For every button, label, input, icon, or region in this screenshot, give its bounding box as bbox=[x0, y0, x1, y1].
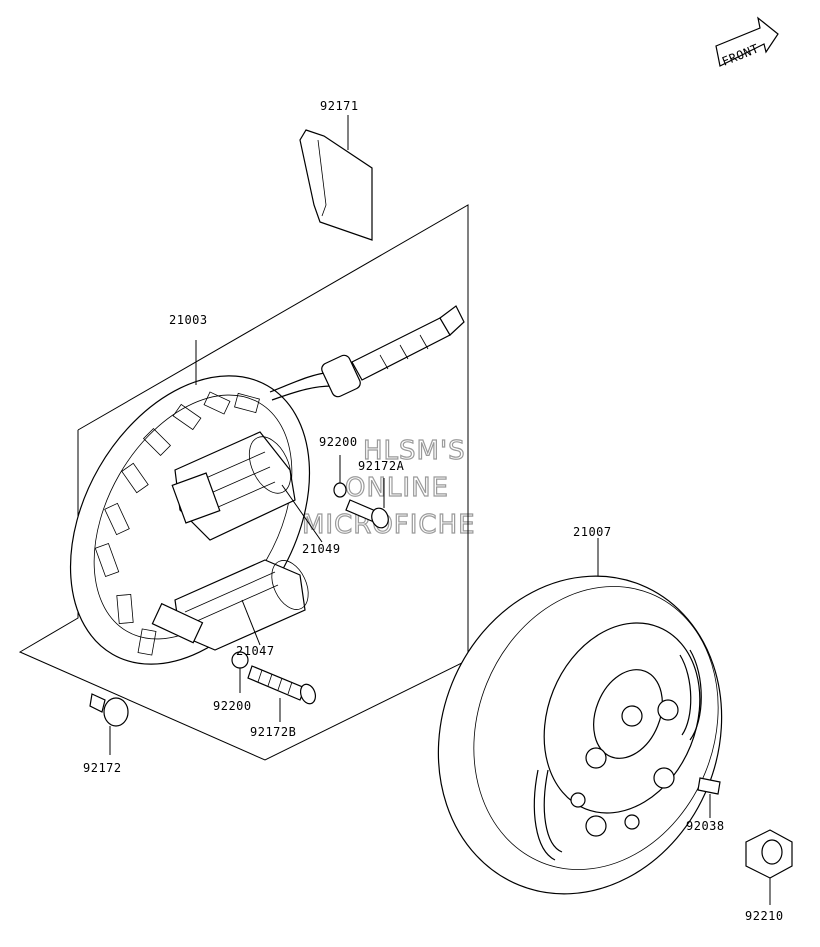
flywheel-21007 bbox=[437, 538, 723, 895]
washer-92200-lower bbox=[231, 651, 249, 693]
label-92200-lower: 92200 bbox=[213, 699, 252, 713]
label-92200-upper: 92200 bbox=[319, 435, 358, 449]
label-92172: 92172 bbox=[83, 761, 122, 775]
wire-harness bbox=[269, 305, 465, 401]
stator-assembly-frame bbox=[18, 204, 469, 761]
label-21003: 21003 bbox=[169, 313, 208, 327]
label-92172b: 92172B bbox=[250, 725, 296, 739]
label-92038: 92038 bbox=[686, 819, 725, 833]
label-21047: 21047 bbox=[236, 644, 275, 658]
upper-coil-21049 bbox=[171, 431, 323, 543]
label-21049: 21049 bbox=[302, 542, 341, 556]
screw-92172b bbox=[247, 665, 317, 722]
watermark: HLSM'S ONLINE MICROFICHE bbox=[301, 435, 476, 540]
screw-92172a bbox=[345, 478, 389, 529]
label-92171: 92171 bbox=[320, 99, 359, 113]
cover-plate-92171 bbox=[299, 115, 373, 241]
front-arrow-icon: FRONT bbox=[715, 16, 779, 69]
nut-92210 bbox=[745, 829, 793, 905]
label-21007: 21007 bbox=[573, 525, 612, 539]
lower-coil-21047 bbox=[151, 559, 309, 651]
key-92038 bbox=[697, 777, 721, 818]
label-92172a: 92172A bbox=[358, 459, 405, 473]
washer-92200-upper bbox=[333, 455, 347, 498]
watermark-line-1: HLSM'S bbox=[363, 436, 466, 466]
watermark-line-2: ONLINE bbox=[345, 473, 449, 503]
bolt-92172 bbox=[89, 693, 129, 755]
watermark-line-3: MICROFICHE bbox=[302, 510, 476, 540]
label-92210: 92210 bbox=[745, 909, 784, 923]
